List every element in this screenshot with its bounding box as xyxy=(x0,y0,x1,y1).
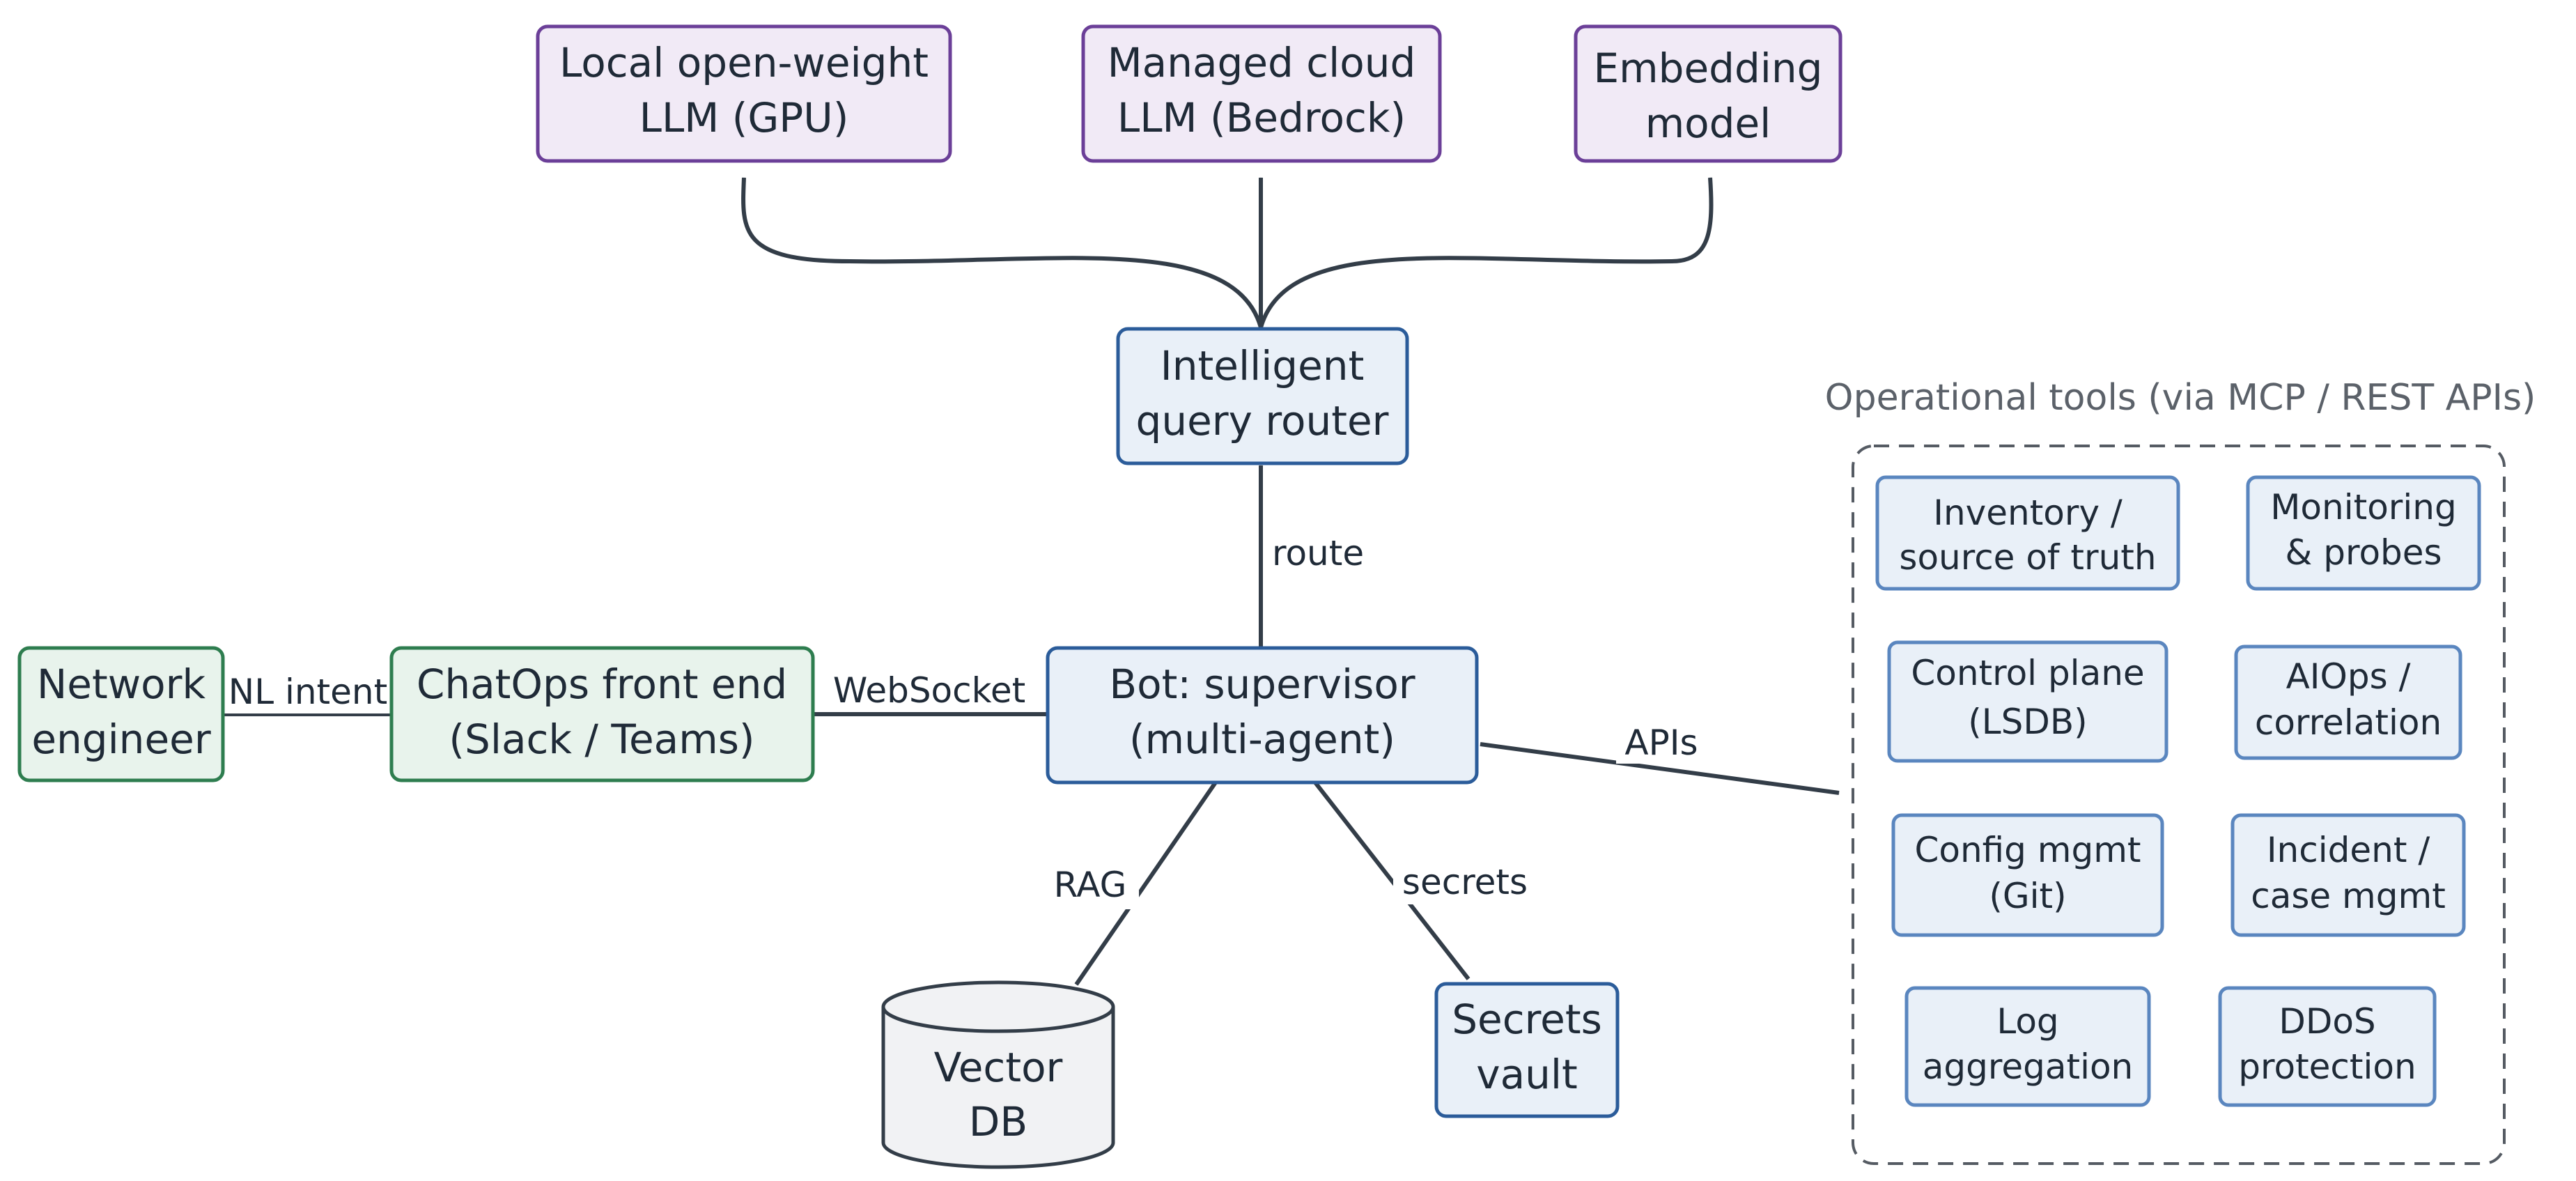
node-label: Bot: supervisor xyxy=(1109,661,1415,708)
edge-label-nl-intent: NL intent xyxy=(228,672,387,712)
node-label: engineer xyxy=(31,716,211,763)
tool-label: Control plane xyxy=(1911,653,2144,693)
edge-bot-to-secrets-vault xyxy=(1313,781,1471,980)
node-label: Secrets xyxy=(1452,996,1602,1043)
node-cloud-llm: Managed cloud LLM (Bedrock) xyxy=(1081,24,1442,163)
node-query-router: Intelligent query router xyxy=(1116,327,1409,465)
node-label: query router xyxy=(1136,397,1389,445)
tool-label: Config mgmt xyxy=(1914,830,2141,870)
tool-label: & probes xyxy=(2285,532,2442,573)
node-network-engineer: Network engineer xyxy=(17,646,225,782)
node-local-llm: Local open-weight LLM (GPU) xyxy=(536,24,952,163)
node-label: Network xyxy=(37,661,206,708)
edge-bot-tools-apis xyxy=(1480,742,1840,795)
tool-label: DDoS xyxy=(2279,1001,2375,1042)
node-label: vault xyxy=(1476,1051,1577,1098)
node-label: (multi-agent) xyxy=(1129,716,1395,763)
node-chatops-front-end: ChatOps front end (Slack / Teams) xyxy=(389,646,815,782)
tool-monitoring: Monitoring & probes xyxy=(2246,475,2481,591)
node-label: Managed cloud xyxy=(1108,39,1416,86)
node-label: Local open-weight xyxy=(559,39,929,86)
edges xyxy=(223,177,1840,986)
edge-label-websocket: WebSocket xyxy=(833,670,1025,711)
tool-control-plane: Control plane (LSDB) xyxy=(1887,640,2168,763)
node-label: ChatOps front end xyxy=(417,661,787,708)
edge-router-to-embedding xyxy=(1259,177,1714,328)
node-label: model xyxy=(1645,100,1771,147)
node-label: (Slack / Teams) xyxy=(449,716,754,763)
node-secrets-vault: Secrets vault xyxy=(1434,982,1620,1118)
tool-ddos: DDoS protection xyxy=(2218,986,2437,1107)
tools-group: Operational tools (via MCP / REST APIs) … xyxy=(1825,377,2536,1165)
tool-label: Log xyxy=(1996,1001,2058,1042)
tool-log-aggregation: Log aggregation xyxy=(1904,986,2151,1107)
node-label: LLM (GPU) xyxy=(639,94,849,141)
node-label: LLM (Bedrock) xyxy=(1117,94,1406,141)
tool-label: protection xyxy=(2238,1047,2416,1087)
edge-labels: NL intent WebSocket route APIs RAG secre… xyxy=(220,533,1700,909)
tool-label: Inventory / xyxy=(1933,493,2123,533)
edge-label-apis: APIs xyxy=(1624,723,1698,763)
node-embedding-model: Embedding model xyxy=(1574,24,1842,163)
tool-label: (Git) xyxy=(1989,876,2066,916)
tool-label: Monitoring xyxy=(2270,487,2456,527)
tool-label: case mgmt xyxy=(2251,876,2446,916)
tool-config-mgmt: Config mgmt (Git) xyxy=(1891,813,2164,937)
node-bot-supervisor: Bot: supervisor (multi-agent) xyxy=(1046,646,1479,785)
tool-label: AIOps / xyxy=(2286,656,2411,697)
edge-label-secrets: secrets xyxy=(1402,862,1528,902)
tool-aiops: AIOps / correlation xyxy=(2234,644,2462,760)
tool-label: (LSDB) xyxy=(1968,702,2087,742)
edge-bot-to-vector-db xyxy=(1074,781,1218,986)
tools-group-title: Operational tools (via MCP / REST APIs) xyxy=(1825,377,2536,419)
node-label: Vector xyxy=(934,1044,1063,1091)
edge-label-rag: RAG xyxy=(1054,865,1127,905)
node-label: Intelligent xyxy=(1161,342,1365,389)
tool-label: source of truth xyxy=(1899,537,2156,578)
node-label: DB xyxy=(969,1098,1027,1145)
node-vector-db: Vector DB xyxy=(881,980,1115,1169)
tool-incident: Incident / case mgmt xyxy=(2230,813,2466,937)
tool-inventory: Inventory / source of truth xyxy=(1875,475,2180,591)
tool-label: correlation xyxy=(2255,702,2442,743)
edge-label-route: route xyxy=(1272,533,1364,573)
tool-label: Incident / xyxy=(2267,830,2430,870)
tool-label: aggregation xyxy=(1923,1047,2134,1087)
edge-router-to-local-llm xyxy=(741,177,1263,328)
node-label: Embedding xyxy=(1594,45,1823,92)
